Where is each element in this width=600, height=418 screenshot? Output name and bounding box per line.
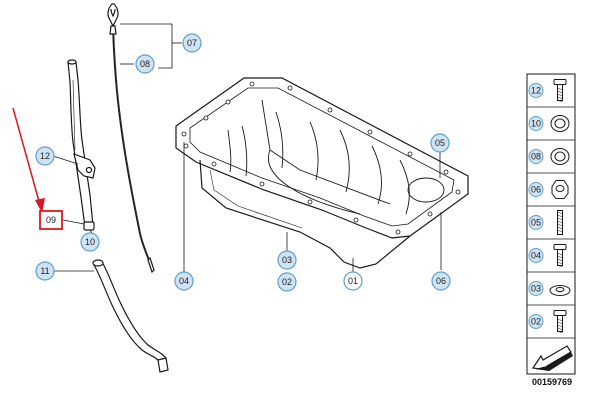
parts-strip: 12 10 08 06 05 04 03 02 xyxy=(526,73,576,375)
indicator-arrow xyxy=(12,107,45,213)
bolt-icon xyxy=(553,310,567,333)
callout-01[interactable]: 01 xyxy=(343,271,363,291)
parts-strip-item[interactable]: 06 xyxy=(527,172,575,199)
parts-strip-item[interactable]: 12 xyxy=(528,79,567,102)
callout-05[interactable]: 05 xyxy=(430,133,450,153)
parts-strip-bubble xyxy=(528,281,544,296)
stud-icon xyxy=(557,210,563,235)
parts-strip-item[interactable]: 03 xyxy=(527,271,575,296)
bolt-icon xyxy=(553,244,567,267)
callout-08[interactable]: 08 xyxy=(135,54,155,74)
parts-strip-label: 04 xyxy=(531,251,541,261)
parts-strip-label: 03 xyxy=(531,284,541,294)
parts-strip-label: 05 xyxy=(531,218,541,228)
callout-09[interactable]: 09 xyxy=(39,210,63,230)
callout-06[interactable]: 06 xyxy=(431,271,451,291)
callout-02-label: 02 xyxy=(282,277,292,287)
callout-12[interactable]: 12 xyxy=(35,146,55,166)
callout-04-label: 04 xyxy=(179,276,189,286)
callout-11[interactable]: 11 xyxy=(35,261,55,281)
dipstick xyxy=(107,3,155,274)
callout-10-label: 10 xyxy=(85,237,95,247)
oil-pipe xyxy=(92,259,169,373)
parts-strip-bubble xyxy=(528,182,544,197)
parts-strip-item[interactable]: 10 xyxy=(527,106,575,132)
callout-09-label: 09 xyxy=(46,215,56,225)
callout-12-label: 12 xyxy=(40,151,50,161)
parts-strip-bubble xyxy=(528,116,544,131)
leader-lines xyxy=(52,23,442,272)
parts-strip-item[interactable]: 02 xyxy=(527,304,575,333)
parts-strip-bubble xyxy=(528,83,544,98)
parts-strip-bubble xyxy=(528,149,544,164)
washer-ring-icon xyxy=(550,148,570,165)
callout-07-label: 07 xyxy=(187,38,197,48)
callout-10[interactable]: 10 xyxy=(80,232,100,252)
parts-strip-label: 06 xyxy=(531,185,541,195)
callout-05-label: 05 xyxy=(435,138,445,148)
parts-strip-bubble xyxy=(528,248,544,263)
oil-pan xyxy=(175,77,469,269)
washer-ring-icon xyxy=(550,115,570,132)
parts-strip-item[interactable]: 04 xyxy=(527,238,575,267)
callout-03-label: 03 xyxy=(282,255,292,265)
parts-strip-label: 12 xyxy=(531,86,541,96)
flat-washer-icon xyxy=(549,285,571,296)
hex-nut-icon xyxy=(551,180,569,199)
callout-11-label: 11 xyxy=(40,266,49,276)
callout-06-label: 06 xyxy=(436,276,446,286)
callout-07[interactable]: 07 xyxy=(182,33,202,53)
parts-strip-label: 02 xyxy=(531,317,541,327)
callout-01-label: 01 xyxy=(348,276,358,286)
guide-tube xyxy=(67,59,96,231)
callout-04[interactable]: 04 xyxy=(174,271,194,291)
parts-strip-bubble xyxy=(528,215,544,230)
callout-02[interactable]: 02 xyxy=(277,272,297,292)
bolt-icon xyxy=(553,79,567,102)
parts-strip-label: 08 xyxy=(531,152,541,162)
parts-strip-label: 10 xyxy=(531,119,541,129)
parts-strip-item[interactable]: 05 xyxy=(527,205,575,235)
parts-strip-item[interactable]: 08 xyxy=(527,139,575,165)
callout-08-label: 08 xyxy=(140,59,150,69)
direction-arrow-icon xyxy=(527,337,575,371)
parts-strip-bubble xyxy=(528,314,544,329)
diagram-number: 00159769 xyxy=(532,377,572,387)
callout-03[interactable]: 03 xyxy=(277,250,297,270)
